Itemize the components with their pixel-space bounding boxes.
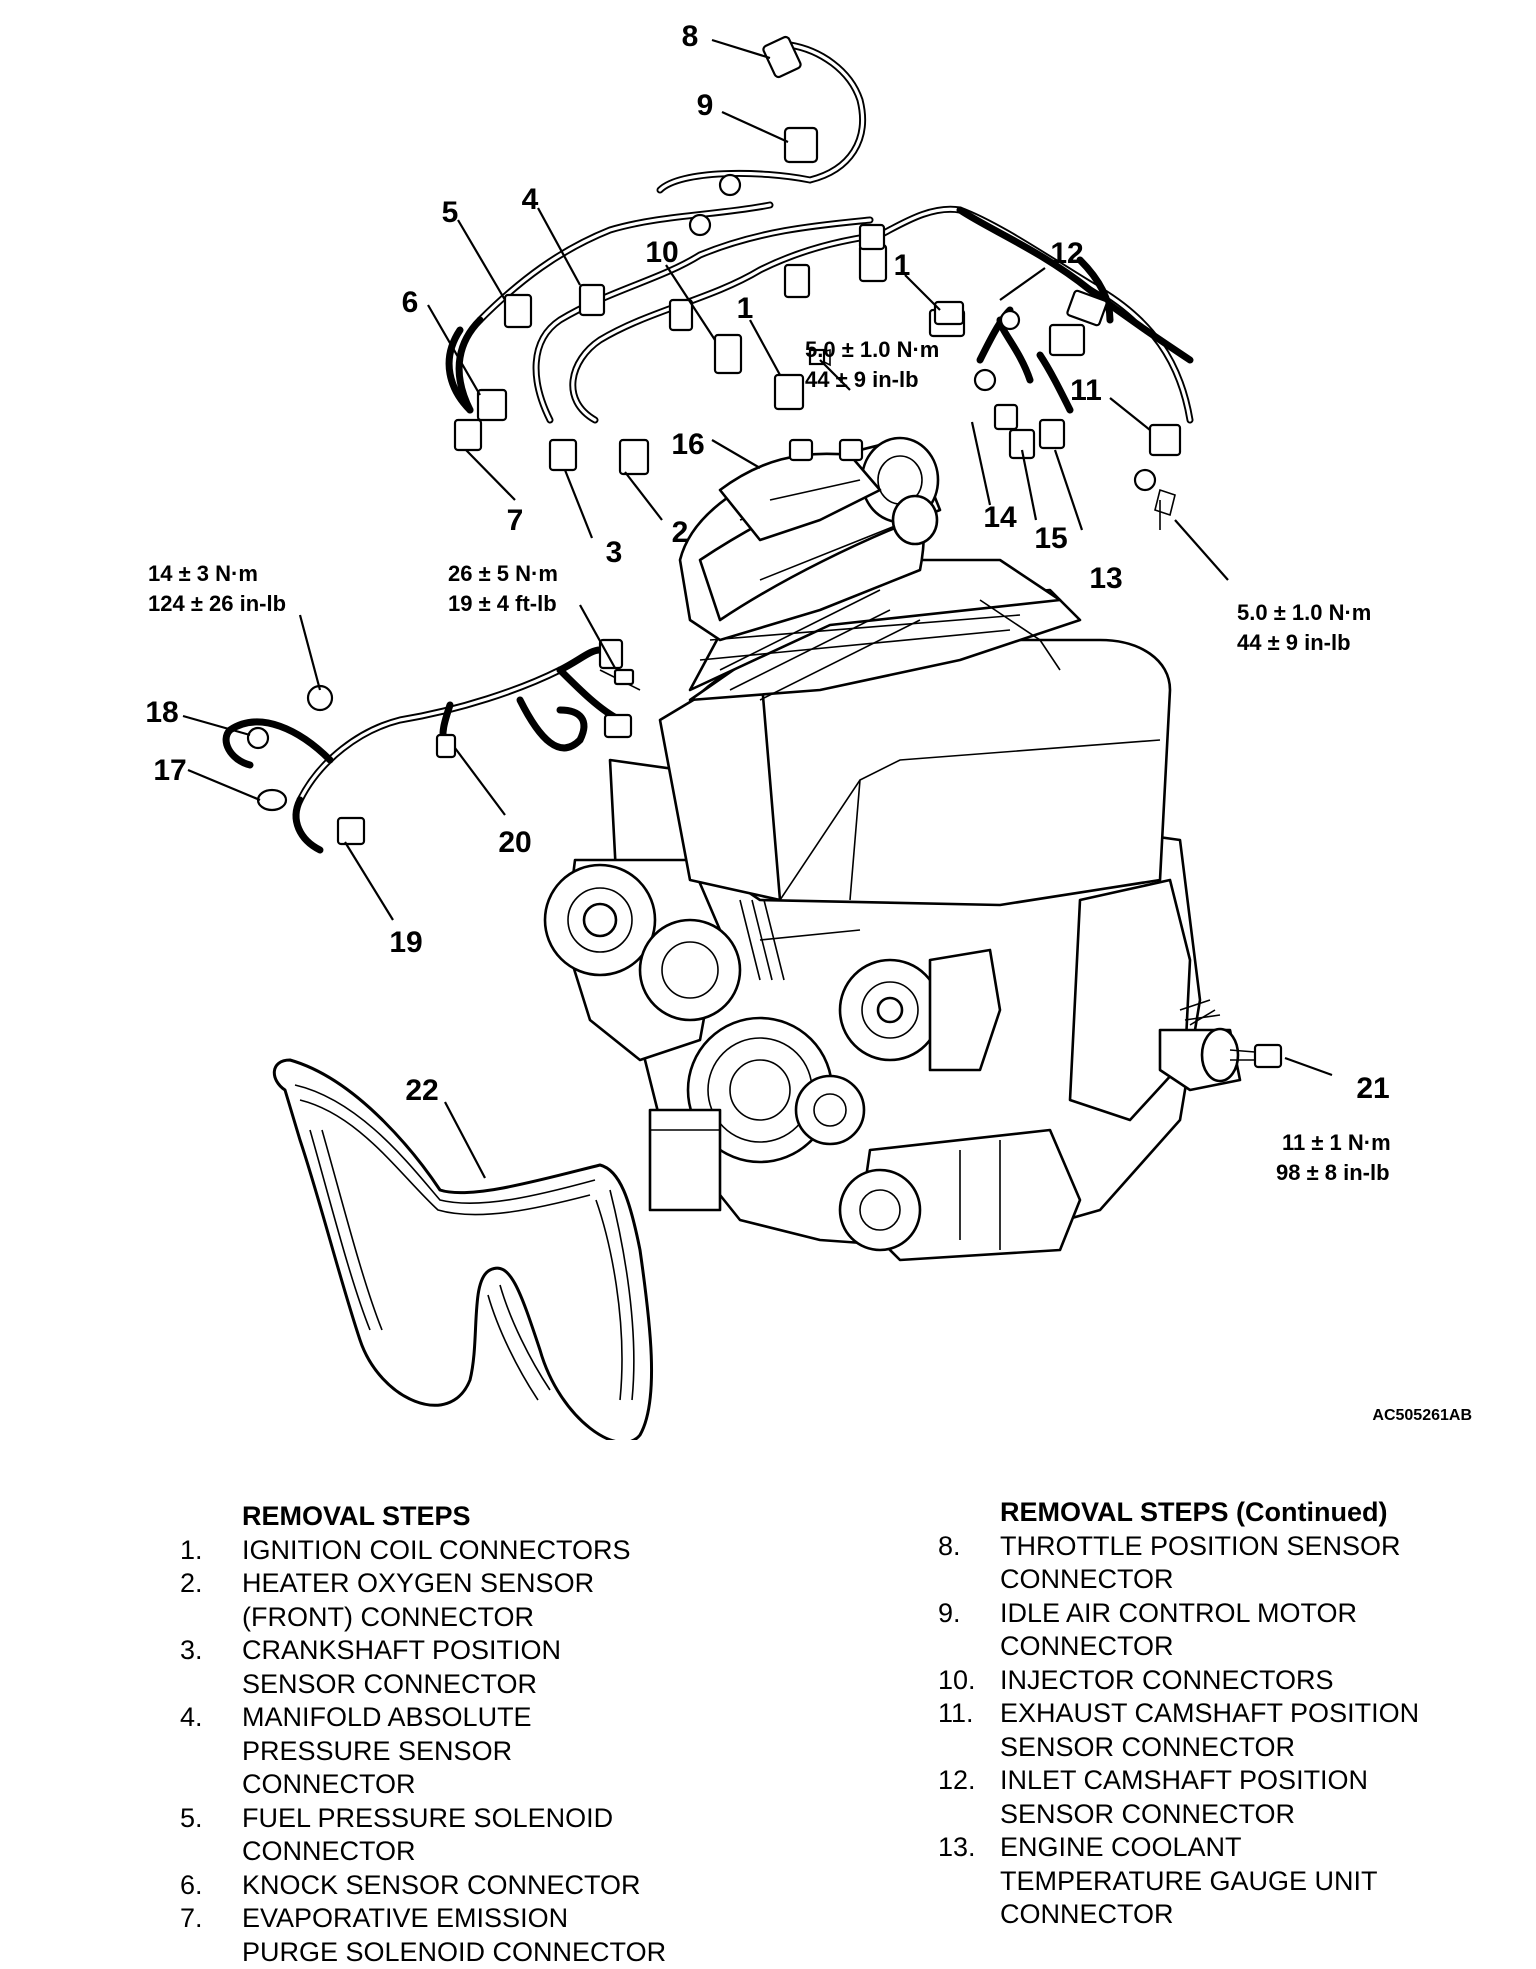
removal-steps: REMOVAL STEPS 1.IGNITION COIL CONNECTORS…: [242, 1500, 802, 1969]
callout-8: 8: [682, 20, 699, 53]
callout-15: 15: [1034, 522, 1067, 555]
torque-center-inlb: 44 ± 9 in-lb: [805, 367, 919, 392]
list-item: 4.MANIFOLD ABSOLUTE PRESSURE SENSOR CONN…: [180, 1701, 802, 1802]
callout-21: 21: [1356, 1072, 1389, 1105]
list-item: 7.EVAPORATIVE EMISSION PURGE SOLENOID CO…: [180, 1902, 802, 1969]
step-text: INJECTOR CONNECTORS: [1000, 1664, 1334, 1698]
callout-9: 9: [697, 89, 714, 122]
list-item: 13.ENGINE COOLANT TEMPERATURE GAUGE UNIT…: [938, 1831, 1520, 1932]
step-number: 10.: [938, 1664, 1000, 1698]
list-item: 11.EXHAUST CAMSHAFT POSITION SENSOR CONN…: [938, 1697, 1520, 1764]
callout-18: 18: [145, 696, 178, 729]
callout-14: 14: [983, 501, 1017, 534]
step-number: 13.: [938, 1831, 1000, 1932]
step-text: THROTTLE POSITION SENSOR CONNECTOR: [1000, 1530, 1401, 1597]
torque-21-inlb: 98 ± 8 in-lb: [1276, 1160, 1390, 1185]
step-number: 11.: [938, 1697, 1000, 1764]
torque-mid-ftlb: 19 ± 4 ft-lb: [448, 591, 557, 616]
step-text: HEATER OXYGEN SENSOR (FRONT) CONNECTOR: [242, 1567, 594, 1634]
removal-steps-list: 1.IGNITION COIL CONNECTORS 2.HEATER OXYG…: [180, 1534, 802, 1969]
list-item: 5.FUEL PRESSURE SOLENOID CONNECTOR: [180, 1802, 802, 1869]
callout-1-left: 1: [737, 292, 754, 325]
callout-12: 12: [1050, 237, 1083, 270]
engine-harness-diagram: 8 9 5 4 6 10 1 1 12 11 7 3 2 16 14 15 13…: [0, 0, 1536, 1440]
step-number: 7.: [180, 1902, 242, 1969]
removal-steps-continued: REMOVAL STEPS (Continued) 8.THROTTLE POS…: [1000, 1496, 1520, 1932]
torque-left-nm: 14 ± 3 N·m: [148, 561, 258, 586]
callout-20: 20: [498, 826, 531, 859]
callout-17: 17: [153, 754, 186, 787]
callout-4: 4: [522, 183, 539, 216]
removal-steps-title: REMOVAL STEPS: [242, 1500, 802, 1534]
step-number: 12.: [938, 1764, 1000, 1831]
torque-mid-nm: 26 ± 5 N·m: [448, 561, 558, 586]
callout-10: 10: [645, 236, 678, 269]
drive-belt: [274, 1060, 651, 1440]
step-number: 3.: [180, 1634, 242, 1701]
engine-assembly: [545, 438, 1240, 1260]
callout-5: 5: [442, 196, 459, 229]
removal-steps-continued-list: 8.THROTTLE POSITION SENSOR CONNECTOR 9.I…: [938, 1530, 1520, 1932]
callout-1-right: 1: [894, 249, 911, 282]
removal-steps-continued-title: REMOVAL STEPS (Continued): [1000, 1496, 1520, 1530]
callout-2: 2: [672, 516, 689, 549]
callout-13: 13: [1089, 562, 1122, 595]
list-item: 10.INJECTOR CONNECTORS: [938, 1664, 1520, 1698]
step-text: EVAPORATIVE EMISSION PURGE SOLENOID CONN…: [242, 1902, 666, 1969]
step-number: 2.: [180, 1567, 242, 1634]
callout-6: 6: [402, 286, 419, 319]
callout-7: 7: [507, 504, 524, 537]
list-item: 12.INLET CAMSHAFT POSITION SENSOR CONNEC…: [938, 1764, 1520, 1831]
step-number: 1.: [180, 1534, 242, 1568]
callout-3: 3: [606, 536, 623, 569]
list-item: 6.KNOCK SENSOR CONNECTOR: [180, 1869, 802, 1903]
torque-left-inlb: 124 ± 26 in-lb: [148, 591, 286, 616]
step-text: IGNITION COIL CONNECTORS: [242, 1534, 631, 1568]
torque-right-inlb: 44 ± 9 in-lb: [1237, 630, 1351, 655]
lower-left-harness: [226, 640, 640, 850]
step-number: 9.: [938, 1597, 1000, 1664]
step-text: KNOCK SENSOR CONNECTOR: [242, 1869, 641, 1903]
callout-22: 22: [405, 1074, 438, 1107]
torque-21-nm: 11 ± 1 N·m: [1282, 1130, 1391, 1155]
step-text: ENGINE COOLANT TEMPERATURE GAUGE UNIT CO…: [1000, 1831, 1378, 1932]
torque-center-nm: 5.0 ± 1.0 N·m: [805, 337, 939, 362]
step-number: 8.: [938, 1530, 1000, 1597]
list-item: 2.HEATER OXYGEN SENSOR (FRONT) CONNECTOR: [180, 1567, 802, 1634]
step-text: CRANKSHAFT POSITION SENSOR CONNECTOR: [242, 1634, 561, 1701]
step-text: FUEL PRESSURE SOLENOID CONNECTOR: [242, 1802, 613, 1869]
step-number: 6.: [180, 1869, 242, 1903]
step-text: IDLE AIR CONTROL MOTOR CONNECTOR: [1000, 1597, 1357, 1664]
list-item: 3.CRANKSHAFT POSITION SENSOR CONNECTOR: [180, 1634, 802, 1701]
step-text: MANIFOLD ABSOLUTE PRESSURE SENSOR CONNEC…: [242, 1701, 532, 1802]
step-text: EXHAUST CAMSHAFT POSITION SENSOR CONNECT…: [1000, 1697, 1419, 1764]
step-number: 5.: [180, 1802, 242, 1869]
figure-id: AC505261AB: [1372, 1407, 1472, 1424]
step-text: INLET CAMSHAFT POSITION SENSOR CONNECTOR: [1000, 1764, 1368, 1831]
list-item: 9.IDLE AIR CONTROL MOTOR CONNECTOR: [938, 1597, 1520, 1664]
callout-19: 19: [389, 926, 422, 959]
callout-16: 16: [671, 428, 704, 461]
torque-right-nm: 5.0 ± 1.0 N·m: [1237, 600, 1371, 625]
callout-11: 11: [1070, 374, 1102, 407]
list-item: 8.THROTTLE POSITION SENSOR CONNECTOR: [938, 1530, 1520, 1597]
step-number: 4.: [180, 1701, 242, 1802]
list-item: 1.IGNITION COIL CONNECTORS: [180, 1534, 802, 1568]
